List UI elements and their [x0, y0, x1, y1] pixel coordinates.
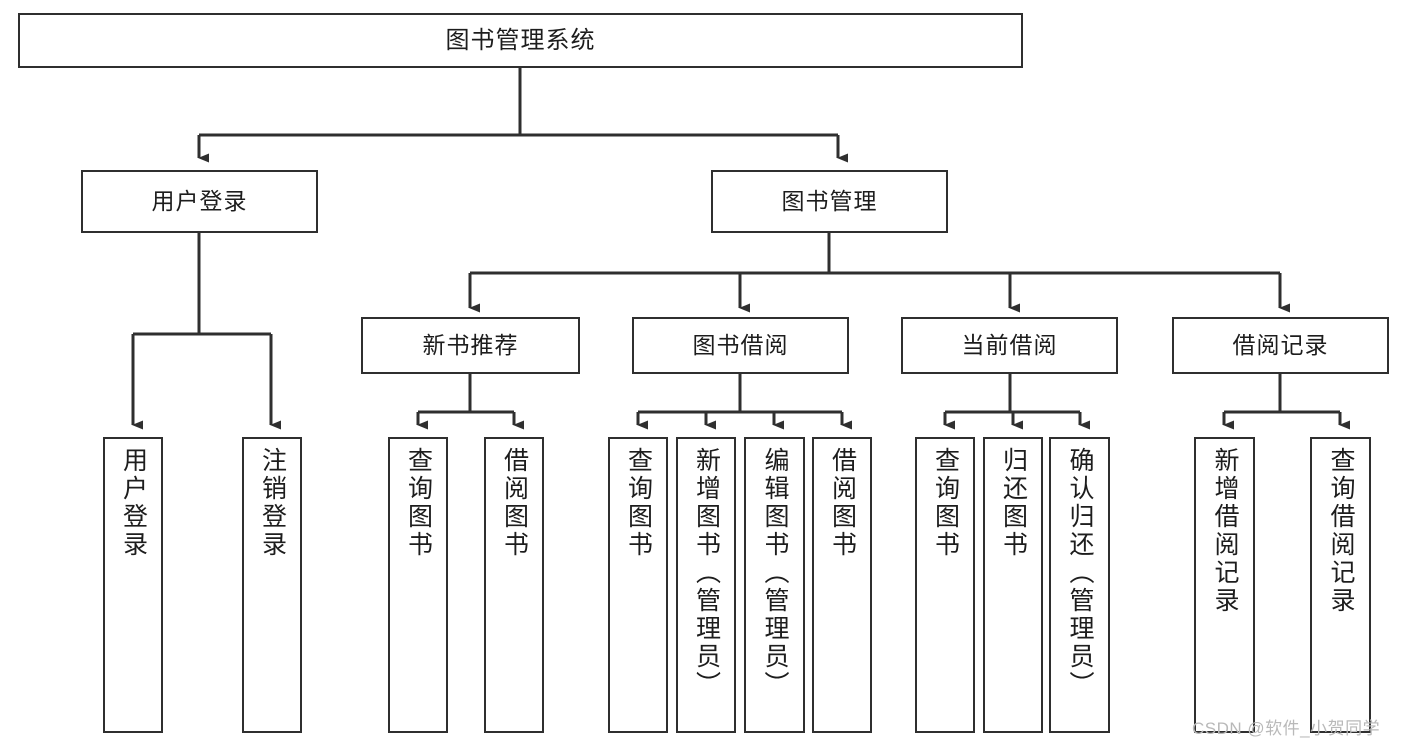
- leaf-recommend-query-book[interactable]: 查询图书: [388, 437, 448, 733]
- node-borrow-record[interactable]: 借阅记录: [1172, 317, 1389, 374]
- node-root-system[interactable]: 图书管理系统: [18, 13, 1023, 68]
- node-label: 图书管理系统: [445, 26, 596, 54]
- leaf-current-query-book[interactable]: 查询图书: [915, 437, 975, 733]
- node-label: 新书推荐: [422, 332, 519, 359]
- leaf-current-return-book[interactable]: 归还图书: [983, 437, 1043, 733]
- leaf-borrow-query-book[interactable]: 查询图书: [608, 437, 668, 733]
- node-label: 查询图书: [931, 447, 960, 559]
- node-label: 用户登录: [119, 447, 148, 559]
- node-label: 确认归还（管理员）: [1066, 447, 1094, 699]
- leaf-recommend-borrow-book[interactable]: 借阅图书: [484, 437, 544, 733]
- node-label: 新增借阅记录: [1211, 447, 1239, 615]
- leaf-borrow-borrow-book[interactable]: 借阅图书: [812, 437, 872, 733]
- node-label: 查询图书: [404, 447, 433, 559]
- node-label: 借阅记录: [1232, 332, 1329, 359]
- node-new-book-recommend[interactable]: 新书推荐: [361, 317, 580, 374]
- node-book-management[interactable]: 图书管理: [711, 170, 948, 233]
- node-user-login[interactable]: 用户登录: [81, 170, 318, 233]
- leaf-record-query[interactable]: 查询借阅记录: [1310, 437, 1371, 733]
- node-label: 编辑图书（管理员）: [761, 447, 789, 699]
- node-label: 新增图书（管理员）: [692, 447, 721, 699]
- node-current-borrow[interactable]: 当前借阅: [901, 317, 1118, 374]
- leaf-logout[interactable]: 注销登录: [242, 437, 302, 733]
- node-label: 借阅图书: [828, 447, 857, 559]
- node-book-borrow[interactable]: 图书借阅: [632, 317, 849, 374]
- leaf-borrow-edit-book[interactable]: 编辑图书（管理员）: [744, 437, 805, 733]
- node-label: 注销登录: [258, 447, 287, 559]
- node-label: 图书管理: [781, 188, 878, 215]
- leaf-user-login[interactable]: 用户登录: [103, 437, 163, 733]
- node-label: 当前借阅: [961, 332, 1058, 359]
- node-label: 查询借阅记录: [1327, 447, 1355, 615]
- watermark: CSDN @软件_小贺同学: [1192, 719, 1381, 738]
- leaf-current-confirm-return[interactable]: 确认归还（管理员）: [1049, 437, 1110, 733]
- leaf-record-add[interactable]: 新增借阅记录: [1194, 437, 1255, 733]
- node-label: 归还图书: [999, 447, 1028, 559]
- node-label: 借阅图书: [500, 447, 529, 559]
- leaf-borrow-add-book[interactable]: 新增图书（管理员）: [676, 437, 736, 733]
- node-label: 查询图书: [624, 447, 653, 559]
- node-label: 用户登录: [151, 188, 248, 215]
- node-label: 图书借阅: [692, 332, 789, 359]
